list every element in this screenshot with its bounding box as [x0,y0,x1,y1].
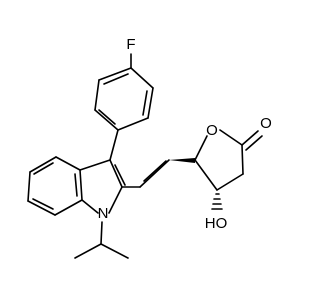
bond [109,159,123,188]
bond [117,117,149,131]
bond-aryl-c3 [109,129,119,161]
double-bond-inner [142,90,148,116]
atom-ring-oxygen: O [206,122,218,139]
bond [216,173,244,191]
bond [54,199,83,216]
isopropyl-group [74,221,129,259]
bond [98,67,132,81]
bond [241,130,259,146]
bond [81,199,99,214]
double-bond-inner [74,173,78,197]
bond [79,159,111,171]
bond [55,156,81,171]
double-bond-inner [33,162,54,175]
bond [27,171,31,202]
bond [130,67,154,89]
indole-pyrrole-ring [79,159,126,214]
atom-fluorine: F [126,36,135,53]
bond [79,169,83,201]
bond [245,135,263,151]
double-bond-inner [98,109,116,125]
double-bond-inner [32,198,54,210]
double-bond-inner [114,164,126,186]
bond [147,87,154,119]
bond [219,129,243,146]
lactone-ring [194,129,244,191]
atom-carbonyl-oxygen: O [260,115,272,132]
double-bond-inner [103,73,129,85]
molecule-canvas: F N [27,36,272,259]
carbonyl-group [241,130,263,151]
bond [241,144,244,175]
vinyl-linker [121,159,170,188]
bond [108,186,123,214]
bond [74,243,102,259]
structure-diagram: F N [27,36,272,259]
bond [139,159,170,188]
bond [194,159,218,191]
fluorophenyl-ring [94,67,154,131]
bond [100,243,129,259]
bond [29,156,57,173]
bond [194,135,208,161]
hashed-bond [211,193,223,210]
bond [94,79,100,111]
bond [94,109,119,131]
bond [100,221,103,245]
atom-hydroxyl: HO [205,215,228,232]
indole-benzo-ring [27,156,83,216]
wedge-bond [169,158,195,163]
double-bond-inner [143,160,167,182]
bond [27,200,56,216]
atom-nitrogen: N [98,205,109,222]
